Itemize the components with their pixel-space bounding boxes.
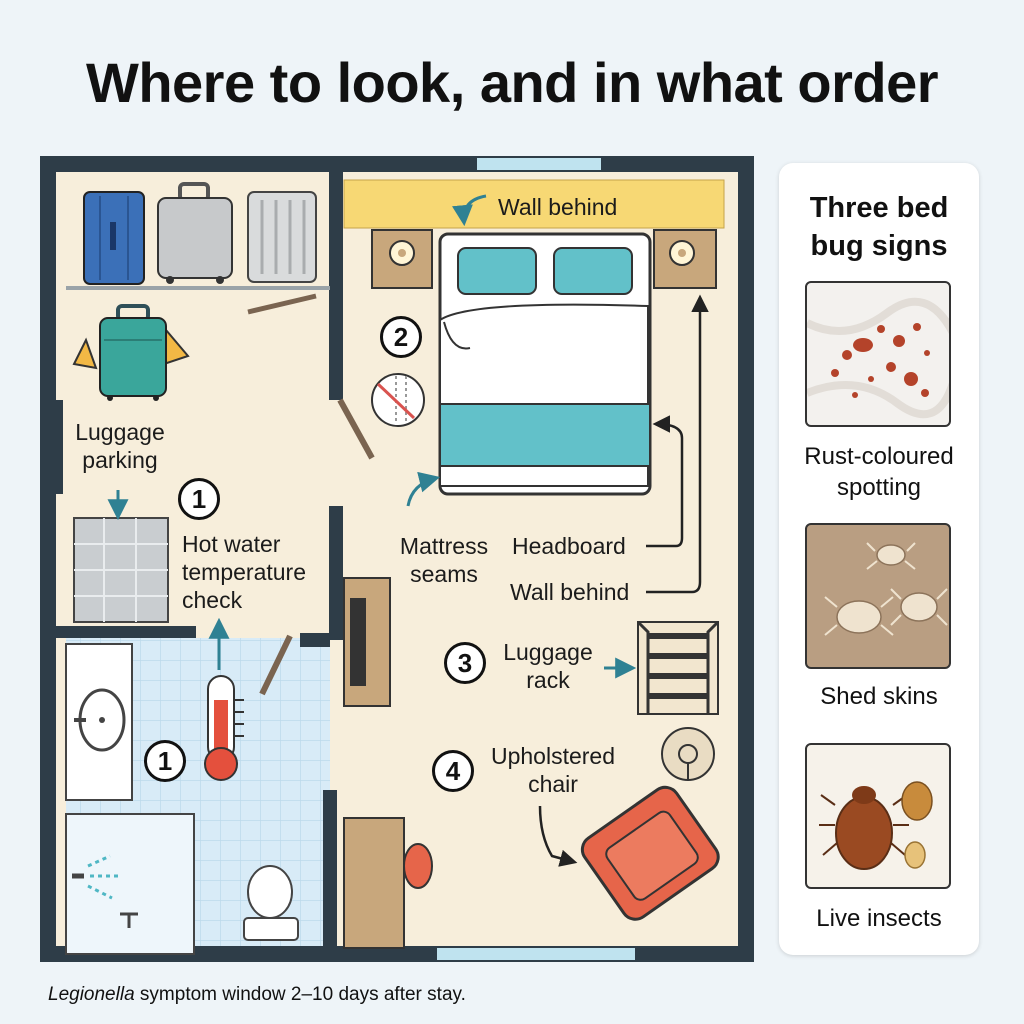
wall-behind-label: Wall behind [510,579,630,605]
window-bottom [435,946,637,962]
arrow-upholstered-chair [538,805,578,867]
luggage-parking-icon [72,304,190,401]
arrow-wall-behind [646,294,709,594]
step-1-thermometer-badge: 1 [144,740,186,782]
mattress-seams-label: Mattress seams [399,533,489,587]
live-insects-photo-icon [805,743,951,889]
arrow-wall-behind-top [452,194,487,227]
sink-icon [65,643,133,801]
tv-cabinet-icon [343,577,391,707]
closet-door [247,293,317,315]
upholstered-chair-label: Upholstered chair [490,743,616,797]
suitcase-silver-icon [247,191,317,283]
mattress-seam-magnifier-icon [371,373,425,427]
step-1-badge: 1 [178,478,220,520]
hot-water-label: Hot water temperature check [182,531,307,613]
bathroom-door [259,634,293,696]
bed-icon [438,232,652,496]
rust-spotting-caption: Rust-coloured spotting [804,443,954,501]
step-4-badge: 4 [432,750,474,792]
step-2-badge: 2 [380,316,422,358]
interior-wall [300,506,343,647]
shower-icon [65,813,195,955]
nightstand-right-icon [653,229,717,289]
outer-wall [40,156,754,962]
arrow-mattress-seams [406,471,441,507]
step-3-badge: 3 [444,642,486,684]
footnote-text: symptom window 2–10 days after stay. [134,984,466,1005]
desk-icon [343,817,433,949]
headboard-label: Headboard [512,533,626,559]
armchair-icon [580,785,720,921]
footnote: Legionella symptom window 2–10 days afte… [48,984,466,1006]
thermometer-icon [204,675,244,781]
toilet-icon [243,865,299,941]
window-top [475,156,603,172]
floor-lamp-icon [661,727,715,781]
shed-skins-photo-icon [805,523,951,669]
water-heater-cabinet-icon [73,517,169,623]
bed-bug-signs-panel: Three bed bug signs Rust-coloured spotti… [779,163,979,955]
nightstand-left-icon [371,229,433,289]
suitcase-grey-icon [157,182,233,284]
rust-spots-photo-icon [805,281,951,427]
signs-title: Three bed bug signs [809,192,949,262]
page-title: Where to look, and in what order [85,51,939,114]
room-door [337,398,375,460]
suitcase-blue-icon [83,191,145,285]
wall-behind-top-label: Wall behind [498,194,618,220]
luggage-parking-label: Luggage parking [75,419,165,473]
wall-behind-highlight [343,179,725,229]
live-insects-caption: Live insects [816,905,942,932]
shed-skins-caption: Shed skins [820,683,938,710]
luggage-rack-label: Luggage rack [503,639,593,693]
luggage-rack-icon [636,620,720,715]
arrow-headboard [646,415,684,548]
footnote-italic: Legionella [48,984,135,1005]
